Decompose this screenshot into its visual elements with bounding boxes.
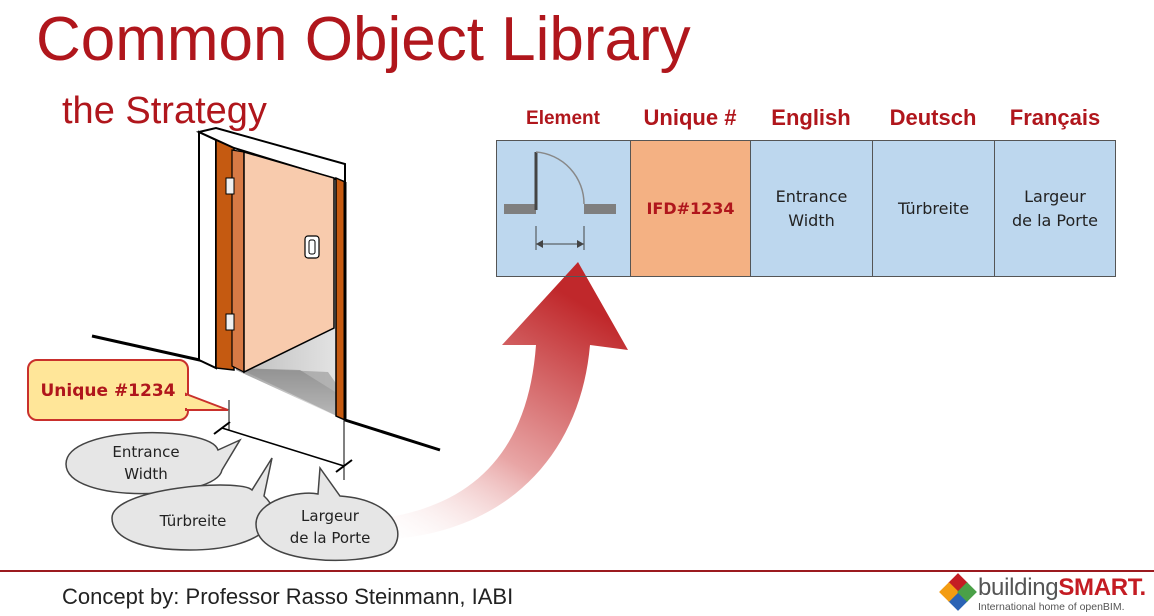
cell-element bbox=[496, 140, 631, 277]
bubble-english-label: Entrance Width bbox=[112, 443, 180, 483]
logo-tagline: International home of openBIM. bbox=[978, 601, 1125, 613]
footer-divider bbox=[0, 570, 1154, 572]
curved-arrow-icon bbox=[368, 262, 628, 540]
door-plan-icon bbox=[504, 151, 616, 250]
cell-francais: Largeur de la Porte bbox=[994, 140, 1116, 277]
buildingsmart-logo: buildingSMART. International home of ope… bbox=[926, 574, 1152, 614]
cell-unique: IFD#1234 bbox=[630, 140, 751, 277]
header-francais: Français bbox=[1009, 105, 1101, 130]
footer-credit: Concept by: Professor Rasso Steinmann, I… bbox=[62, 584, 514, 609]
logo-name-bold: SMART bbox=[1058, 574, 1140, 601]
logo-registered: . bbox=[1139, 574, 1147, 601]
cell-deutsch: Türbreite bbox=[872, 140, 995, 277]
header-deutsch: Deutsch bbox=[889, 105, 977, 130]
logo-name: buildingSMART. bbox=[978, 574, 1146, 602]
logo-name-plain: building bbox=[978, 574, 1059, 601]
page-title: Common Object Library bbox=[36, 5, 691, 74]
bubble-english bbox=[65, 432, 242, 495]
header-english: English bbox=[771, 105, 851, 130]
callout-box bbox=[27, 359, 229, 421]
bubble-francais-label: Largeur de la Porte bbox=[289, 507, 371, 547]
page-subtitle: the Strategy bbox=[62, 90, 267, 132]
callout-label: Unique #1234 bbox=[40, 381, 176, 401]
header-unique: Unique # bbox=[643, 105, 737, 130]
bubble-francais bbox=[255, 465, 399, 562]
header-element: Element bbox=[526, 108, 600, 129]
cell-english: Entrance Width bbox=[750, 140, 873, 277]
bubble-deutsch-label: Türbreite bbox=[159, 512, 227, 530]
